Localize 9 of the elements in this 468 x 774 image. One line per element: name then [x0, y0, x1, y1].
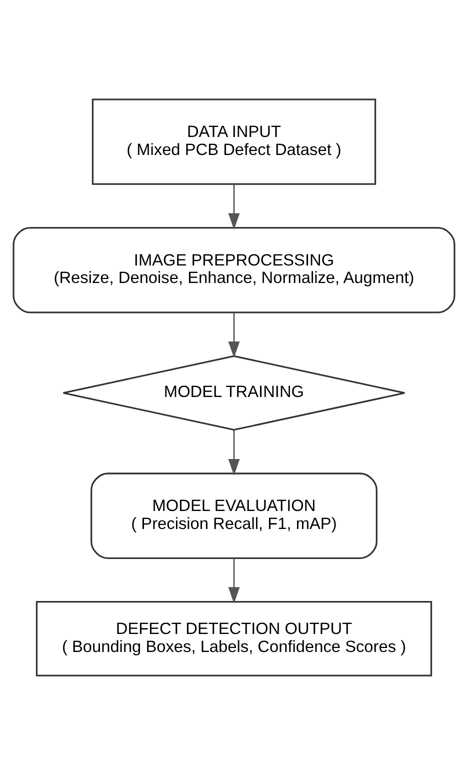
arrow [228, 184, 240, 230]
node-box: IMAGE PREPROCESSING (Resize, Denoise, Enhance, Normalize, Augment) [12, 226, 456, 313]
node-box: DATA INPUT ( Mixed PCB Defect Dataset ) [92, 98, 376, 184]
arrow [228, 312, 240, 358]
node-diamond: MODEL TRAINING [62, 354, 406, 430]
arrow [228, 558, 240, 604]
arrow [228, 430, 240, 475]
node-box: MODEL EVALUATION ( Precision Recall, F1, mAP) [90, 472, 378, 558]
node-box: DEFECT DETECTION OUTPUT ( Bounding Boxes, Labels, Confidence Scores ) [36, 600, 432, 676]
